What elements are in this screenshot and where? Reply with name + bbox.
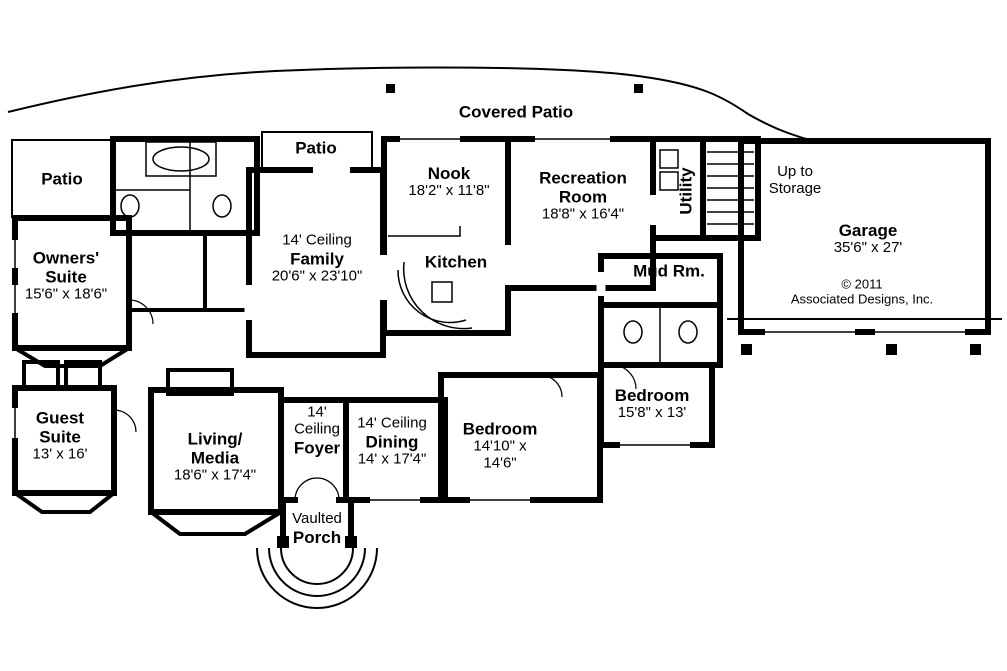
room-name: Dining xyxy=(365,432,419,452)
room-dims: 15'6" x 18'6" xyxy=(24,285,108,303)
room-name: Covered Patio xyxy=(458,102,574,122)
ceiling-note: Ceiling xyxy=(294,420,340,438)
ceiling-note: 14' xyxy=(307,403,327,421)
room-name: Foyer xyxy=(293,438,341,458)
room-dims: 14'6" xyxy=(483,454,517,472)
room-dims: 18'2" x 11'8" xyxy=(408,182,490,200)
room-dims: 14' x 17'4" xyxy=(357,450,427,468)
room-label-foyer: 14' Ceiling Foyer xyxy=(293,403,341,458)
room-label-guest-suite: Guest Suite 13' x 16' xyxy=(33,409,88,464)
room-dims: 18'6" x 17'4" xyxy=(173,466,257,484)
room-name: Suite xyxy=(45,267,87,287)
room-label-family: 14' Ceiling Family 20'6" x 23'10" xyxy=(271,231,363,286)
room-name: Bedroom xyxy=(462,419,538,439)
room-name: Guest xyxy=(35,408,85,428)
room-label-kitchen: Kitchen xyxy=(425,252,487,271)
room-label-owners-suite: Owners' Suite 15'6" x 18'6" xyxy=(25,249,107,304)
room-name: Up to xyxy=(777,163,813,181)
ceiling-note: 14' Ceiling xyxy=(357,414,427,432)
room-label-living-media: Living/ Media 18'6" x 17'4" xyxy=(174,430,256,485)
room-name: Owners' xyxy=(32,248,100,268)
room-name: Living/ xyxy=(187,429,243,449)
room-label-patio-left: Patio xyxy=(41,169,83,188)
room-name: Kitchen xyxy=(424,252,488,272)
room-label-porch: Vaulted Porch xyxy=(292,510,342,547)
room-dims: 35'6" x 27' xyxy=(833,239,903,257)
room-label-covered-patio: Covered Patio xyxy=(459,102,573,121)
ceiling-note: 14' Ceiling xyxy=(282,231,352,249)
room-name: Family xyxy=(290,249,344,269)
room-name: Recreation xyxy=(539,168,627,188)
room-dims: 20'6" x 23'10" xyxy=(271,267,363,285)
room-name: Patio xyxy=(295,138,337,158)
room-label-storage: Up to Storage xyxy=(768,163,822,198)
room-label-recreation: Recreation Room 18'8" x 16'4" xyxy=(539,169,627,224)
room-name: Vaulted xyxy=(292,510,342,528)
room-name: Media xyxy=(190,448,240,468)
copyright-note: © 2011 Associated Designs, Inc. xyxy=(791,277,933,306)
room-label-nook: Nook 18'2" x 11'8" xyxy=(408,164,489,200)
room-dims: 15'8" x 13' xyxy=(617,404,687,422)
room-name: Nook xyxy=(427,164,471,184)
room-dims: 14'10" x xyxy=(473,437,527,455)
room-name: Patio xyxy=(41,169,83,189)
room-dims: 13' x 16' xyxy=(32,445,88,463)
room-label-bedroom-right: Bedroom 15'8" x 13' xyxy=(615,386,690,422)
room-label-patio-upper: Patio xyxy=(295,138,337,157)
room-label-dining: 14' Ceiling Dining 14' x 17'4" xyxy=(357,414,427,469)
room-name: Bedroom xyxy=(614,386,690,406)
room-name: Porch xyxy=(292,527,342,547)
room-dims: 18'8" x 16'4" xyxy=(541,205,625,223)
room-name: Room xyxy=(558,187,608,207)
room-label-garage: Garage 35'6" x 27' xyxy=(834,221,903,257)
room-name: Storage xyxy=(768,180,822,197)
room-name: Suite xyxy=(39,427,81,447)
room-label-bedroom-mid: Bedroom 14'10" x 14'6" xyxy=(463,420,538,473)
copyright-year: © 2011 xyxy=(841,276,883,292)
room-label-mud-room: Mud Rm. xyxy=(633,261,705,280)
room-label-utility: Utility xyxy=(676,167,695,214)
copyright-company: Associated Designs, Inc. xyxy=(790,291,934,306)
room-name: Garage xyxy=(838,221,898,241)
room-name: Mud Rm. xyxy=(633,261,705,281)
room-name: Utility xyxy=(676,167,696,215)
